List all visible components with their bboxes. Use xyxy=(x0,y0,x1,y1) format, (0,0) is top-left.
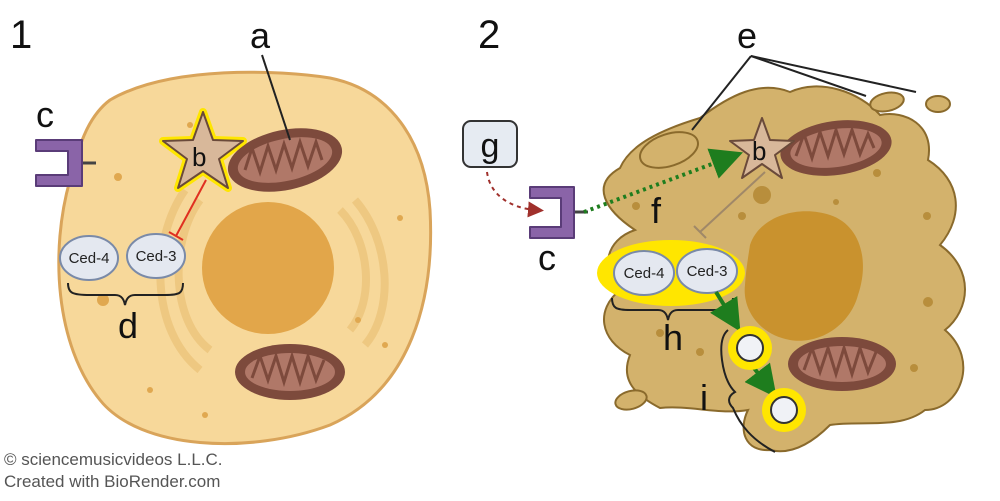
mitochondrion xyxy=(788,337,896,391)
mitochondrion xyxy=(780,120,892,176)
star-b-label: b xyxy=(752,136,766,166)
label-c: c xyxy=(36,94,54,135)
label-i: i xyxy=(700,377,708,418)
ced3-label: Ced-3 xyxy=(136,248,177,265)
granules xyxy=(97,122,403,418)
label-e: e xyxy=(737,15,757,56)
cell-blebs xyxy=(614,91,951,411)
ced3-protein: Ced-3 xyxy=(676,248,738,294)
caspase-product xyxy=(728,326,772,370)
faded-inhibition-line xyxy=(693,171,766,239)
ced3-label: Ced-3 xyxy=(687,263,728,280)
label-a-leader xyxy=(261,54,291,141)
ced4-protein: Ced-4 xyxy=(613,250,675,296)
condensed-nucleus xyxy=(744,211,863,341)
credit-biorender: Created with BioRender.com xyxy=(4,472,221,491)
mitochondrion xyxy=(227,128,343,192)
receptor-c xyxy=(35,139,83,187)
nucleus xyxy=(202,202,334,334)
credit-copyright: © sciencemusicvideos L.L.C. xyxy=(4,450,223,469)
activation-arrow-f xyxy=(583,148,743,214)
star-b: b xyxy=(729,117,795,179)
label-d: d xyxy=(118,305,138,346)
activation-arrow xyxy=(744,362,777,398)
ced3-protein: Ced-3 xyxy=(126,233,186,279)
star-b: b xyxy=(159,108,247,192)
caspase-product xyxy=(762,388,806,432)
receptor-c xyxy=(529,186,575,239)
signal-g-box: g xyxy=(462,120,518,168)
inhibition-line xyxy=(168,179,207,241)
mitochondrion xyxy=(235,344,345,400)
star-b-label: b xyxy=(192,142,206,172)
panel-1: 1 a xyxy=(10,13,433,446)
activation-arrow xyxy=(709,290,741,332)
brace-d xyxy=(67,282,184,306)
panel-1-number: 1 xyxy=(10,13,32,57)
label-f: f xyxy=(651,190,662,231)
panel-2-number: 2 xyxy=(478,13,500,57)
granules xyxy=(632,169,933,372)
ced4-protein: Ced-4 xyxy=(59,235,119,281)
label-h: h xyxy=(663,317,683,358)
label-c-2: c xyxy=(538,237,556,278)
panel-2: 2 e xyxy=(462,13,966,453)
label-e-leaders xyxy=(691,55,917,131)
brace-i xyxy=(720,329,776,453)
ced4-label: Ced-4 xyxy=(624,265,665,282)
label-g: g xyxy=(481,127,500,165)
label-a: a xyxy=(250,15,271,56)
ced4-label: Ced-4 xyxy=(69,250,110,267)
signal-arrow xyxy=(486,171,544,218)
